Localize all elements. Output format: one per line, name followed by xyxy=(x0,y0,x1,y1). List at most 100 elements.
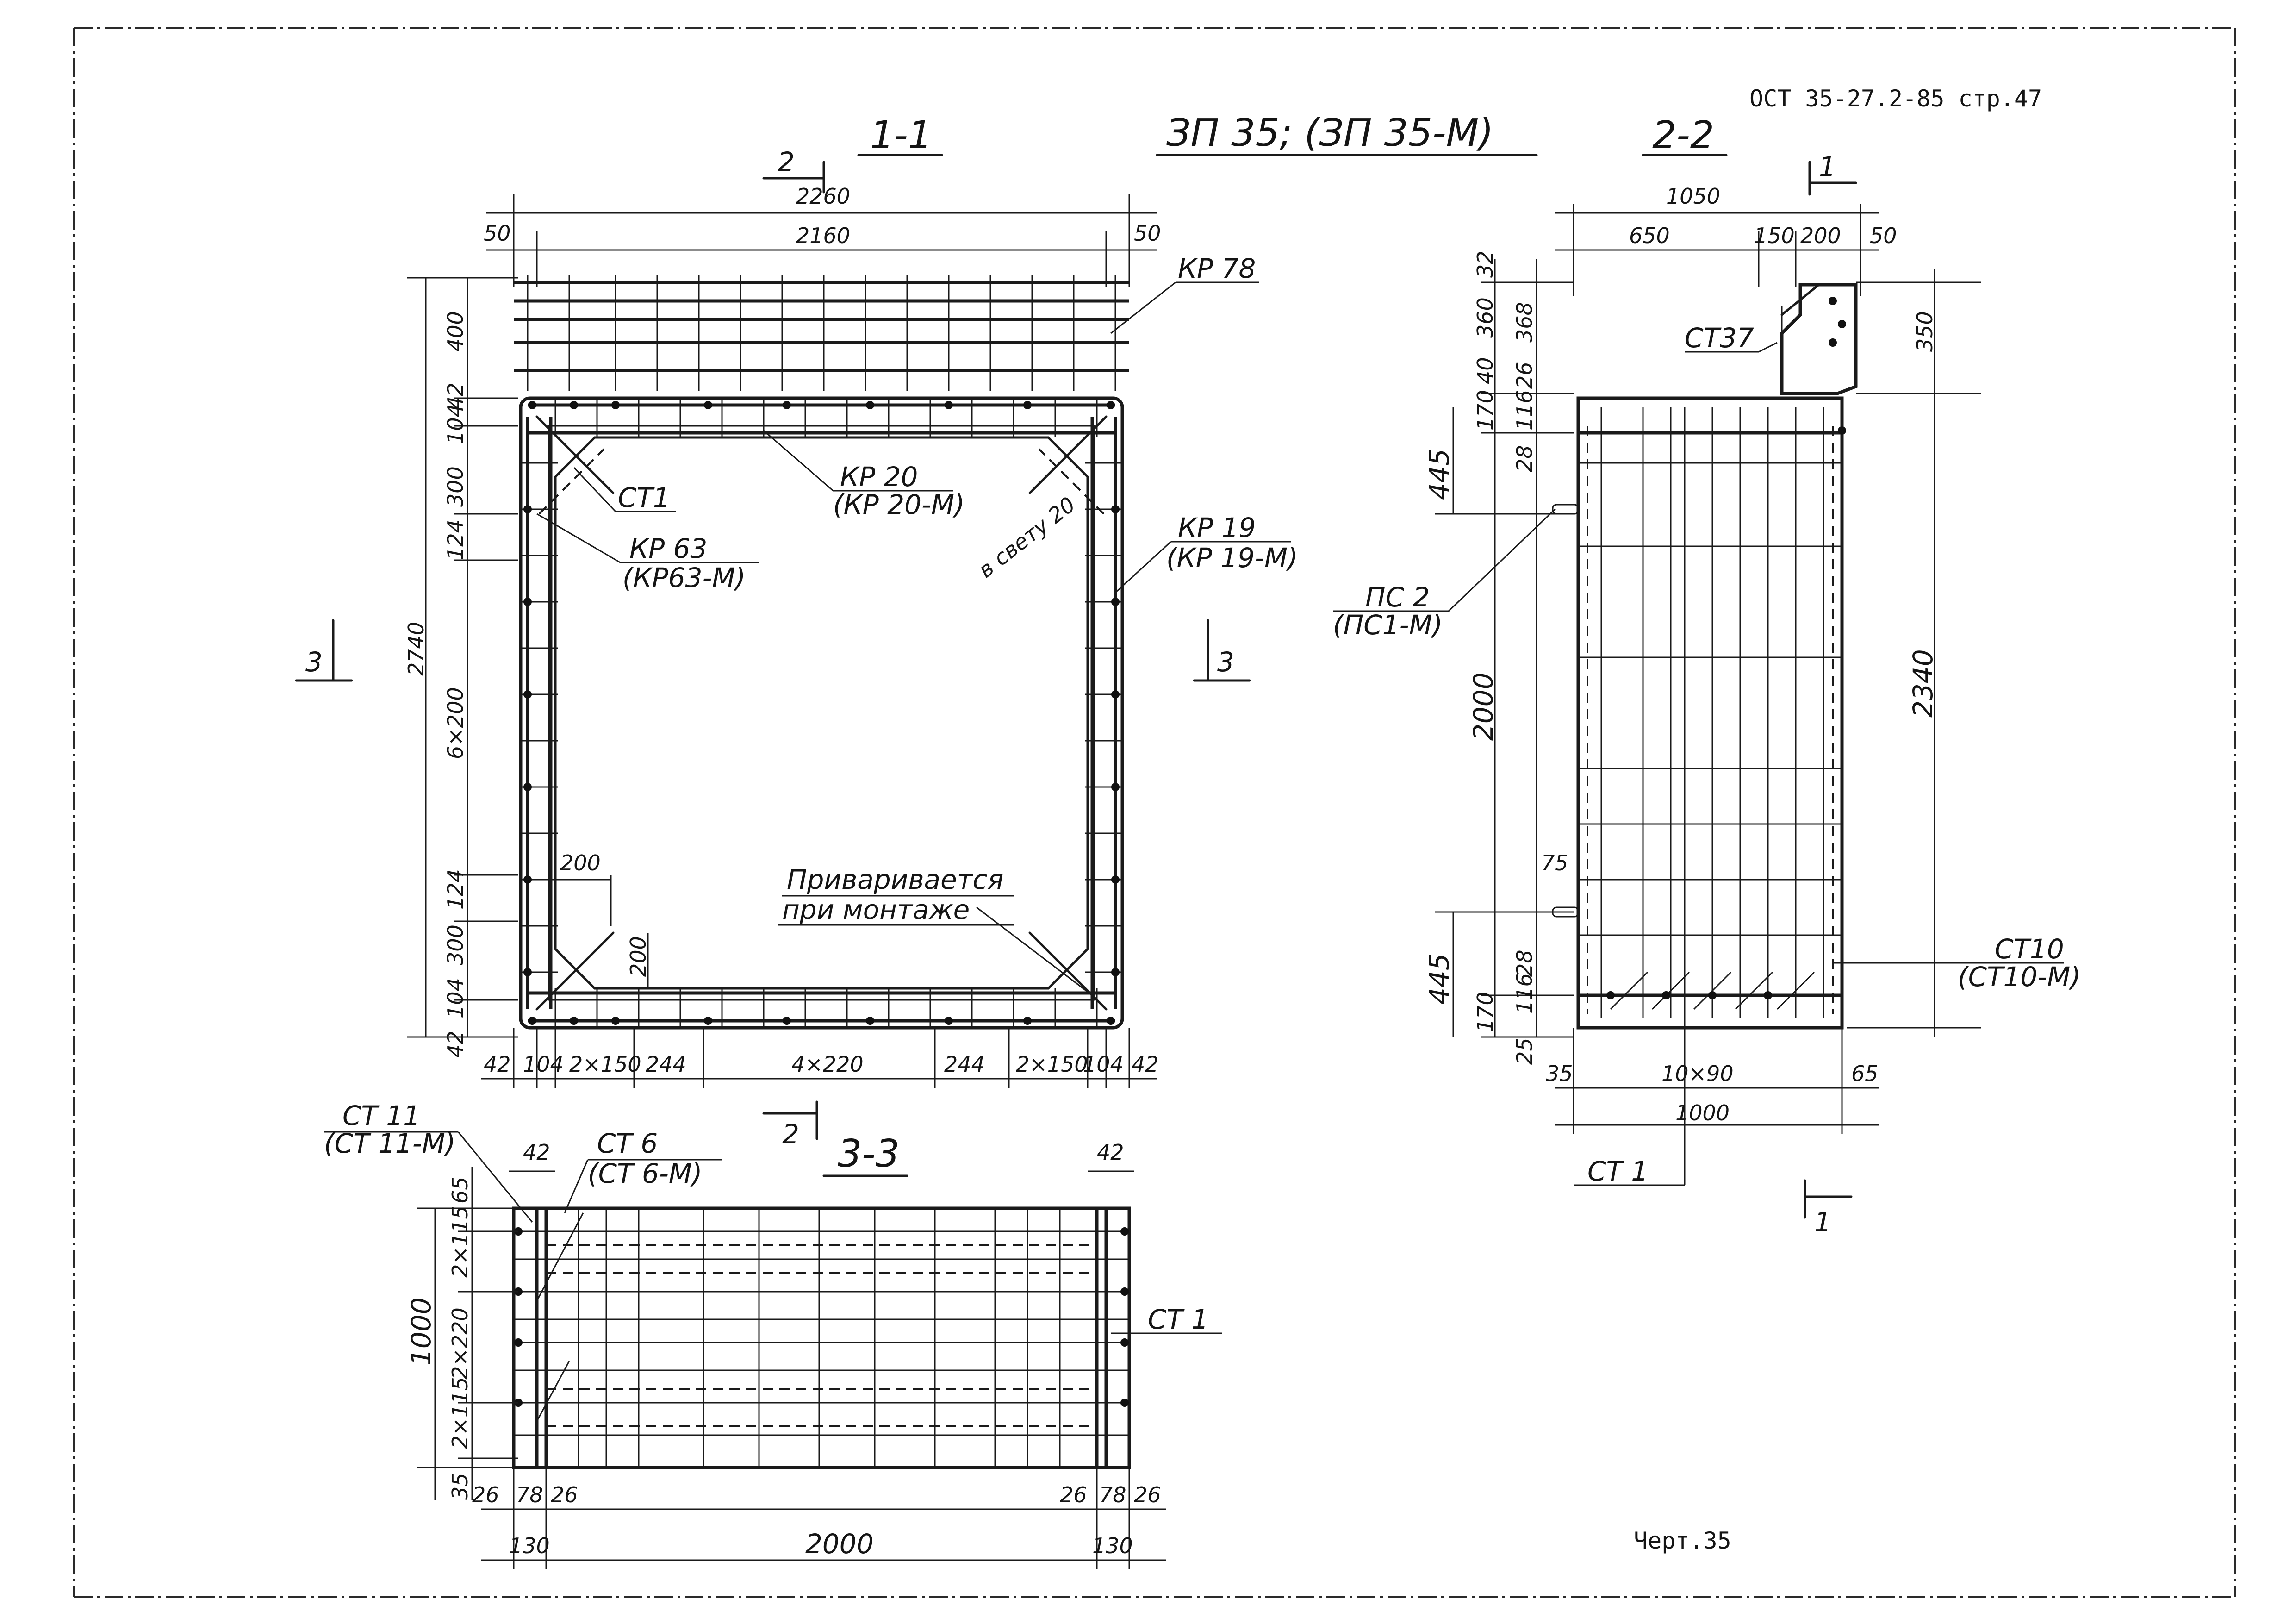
label-st37: СТ37 xyxy=(1685,322,1754,354)
dim-130-right: 130 xyxy=(1092,1533,1133,1558)
dim-400: 400 xyxy=(443,311,468,352)
drawing-title: ЗП 35; (ЗП 35-М) xyxy=(1166,111,1493,155)
label-st10: СТ10 xyxy=(1995,933,2064,965)
rebar-dots-1-1 xyxy=(523,401,1120,1025)
dims-bottom-3-3: 26 78 26 26 78 26 130 2000 130 xyxy=(472,1468,1166,1569)
label-kr78: КР 78 xyxy=(1178,253,1256,284)
section-title-2-2: 2-2 xyxy=(1652,113,1714,157)
dims-left-3-3: 65 2×115 1000 2×220 2×115 35 xyxy=(405,1167,518,1500)
dims-bottom-2-2: 35 10×90 65 1000 xyxy=(1546,1028,1879,1134)
dim-300-bottom: 300 xyxy=(443,924,468,965)
dim-350: 350 xyxy=(1912,311,1937,352)
cut-mark-1-top: 1 xyxy=(1819,151,1836,182)
dim-b-244-left: 244 xyxy=(646,1052,686,1077)
section-title-3-3: 3-3 xyxy=(838,1132,900,1176)
dim-inner-200-a: 200 xyxy=(560,850,601,875)
standard-ref: ОСТ 35-27.2-85 стр.47 xyxy=(1749,85,2042,112)
dim-b-4x220: 4×220 xyxy=(791,1052,864,1077)
label-st1-22: СТ 1 xyxy=(1587,1156,1648,1187)
dim-26-c: 26 xyxy=(1060,1482,1087,1507)
label-kr20: КР 20 xyxy=(840,461,918,493)
dim-50-right: 50 xyxy=(1134,221,1161,246)
dims-left-1-1: 2740 400 42 104 300 124 6×200 124 300 10… xyxy=(404,277,518,1058)
dim-130-left: 130 xyxy=(509,1533,550,1558)
dim-b-104-right: 104 xyxy=(1083,1052,1124,1077)
label-ps1m: (ПС1-М) xyxy=(1333,609,1443,641)
dim-inner-200-b: 200 xyxy=(626,936,651,977)
dim-26-a: 26 xyxy=(472,1482,499,1507)
dim-150: 150 xyxy=(1754,223,1795,248)
dim-35-33: 35 xyxy=(448,1473,473,1500)
label-st1: СТ1 xyxy=(618,482,670,513)
label-kr19m: (КР 19-М) xyxy=(1166,542,1298,574)
dim-35: 35 xyxy=(1546,1061,1573,1086)
dim-b-104-left: 104 xyxy=(523,1052,564,1077)
dim-2340: 2340 xyxy=(1907,649,1939,718)
section-1-1: 1-1 2 xyxy=(295,113,1298,1150)
dim-b-2x150-left: 2×150 xyxy=(569,1052,641,1077)
dim-42-left-33: 42 xyxy=(523,1140,550,1165)
dim-26-d: 26 xyxy=(1134,1482,1161,1507)
dim-26: 26 xyxy=(1512,362,1537,389)
dim-124-top: 124 xyxy=(443,519,468,560)
box-frame xyxy=(519,396,1124,1030)
dims-inner-200: 200 200 xyxy=(555,850,651,988)
drawing-number: Черт.35 xyxy=(1634,1527,1731,1554)
cut-mark-3-left: 3 xyxy=(305,646,323,678)
dims-top-2-2: 1050 650 150 200 50 xyxy=(1555,184,1897,296)
dim-170-bottom: 170 xyxy=(1473,992,1498,1032)
section-3-3: 3-3 xyxy=(324,1100,1222,1569)
dim-368: 368 xyxy=(1512,302,1537,343)
label-kr19: КР 19 xyxy=(1178,512,1256,543)
dim-650: 650 xyxy=(1629,223,1670,248)
cut-mark-2-bottom: 2 xyxy=(782,1118,799,1150)
dim-b-42-left: 42 xyxy=(484,1052,511,1077)
sheet-frame xyxy=(73,27,2236,1598)
label-st6: СТ 6 xyxy=(597,1128,658,1159)
cut-mark-3-right: 3 xyxy=(1217,646,1234,678)
dim-2260: 2260 xyxy=(796,184,850,209)
dims-top-1-1: 2260 2160 50 50 xyxy=(484,184,1161,287)
dim-65-22: 65 xyxy=(1851,1061,1879,1086)
dim-2x220: 2×220 xyxy=(448,1307,473,1380)
dim-1050: 1050 xyxy=(1666,184,1720,209)
label-st1-33: СТ 1 xyxy=(1148,1304,1208,1335)
dims-bottom-1-1: 42 104 2×150 244 4×220 244 2×150 104 42 xyxy=(481,1028,1159,1088)
dim-104-bottom: 104 xyxy=(443,978,468,1018)
section-2-2: 2-2 1 xyxy=(1333,113,2081,1238)
dim-1000-22: 1000 xyxy=(1675,1100,1730,1125)
dim-42-bottom: 42 xyxy=(443,1031,468,1058)
dim-10x90: 10×90 xyxy=(1661,1061,1734,1086)
label-st6m: (СТ 6-М) xyxy=(588,1158,703,1189)
dim-116-bottom: 116 xyxy=(1512,973,1537,1014)
dim-78-a: 78 xyxy=(516,1482,543,1507)
dim-26-b: 26 xyxy=(551,1482,578,1507)
dim-50-left: 50 xyxy=(484,221,511,246)
cage-3-3 xyxy=(512,1206,1131,1469)
dim-2000-22: 2000 xyxy=(1468,672,1499,741)
label-st10m: (СТ10-М) xyxy=(1958,961,2081,993)
dim-170-top: 170 xyxy=(1473,390,1498,431)
dim-116-top: 116 xyxy=(1512,390,1537,431)
label-kr20m: (КР 20-М) xyxy=(833,489,965,520)
dim-2160: 2160 xyxy=(796,223,850,248)
label-ps2: ПС 2 xyxy=(1365,581,1430,613)
dim-6x200: 6×200 xyxy=(443,687,468,759)
dim-28-top: 28 xyxy=(1512,445,1537,472)
dim-360: 360 xyxy=(1473,297,1498,338)
dim-2x115-b: 2×115 xyxy=(448,1377,473,1449)
label-v-svetu: в свету 20 xyxy=(974,492,1080,582)
dim-b-244-right: 244 xyxy=(944,1052,985,1077)
dim-300-top: 300 xyxy=(443,466,468,507)
dim-b-42-right: 42 xyxy=(1132,1052,1159,1077)
label-pri-montazhe: при монтаже xyxy=(782,894,970,925)
dims-right-2-2: 350 2340 xyxy=(1847,269,1981,1037)
mesh-kr78 xyxy=(514,275,1129,391)
cut-mark-1-bottom: 1 xyxy=(1814,1206,1831,1238)
section-title-1-1: 1-1 xyxy=(870,113,932,157)
dim-124-bottom: 124 xyxy=(443,869,468,910)
dim-104-top: 104 xyxy=(443,404,468,444)
dim-25: 25 xyxy=(1512,1037,1537,1065)
cage-2-2 xyxy=(1576,297,1846,1030)
